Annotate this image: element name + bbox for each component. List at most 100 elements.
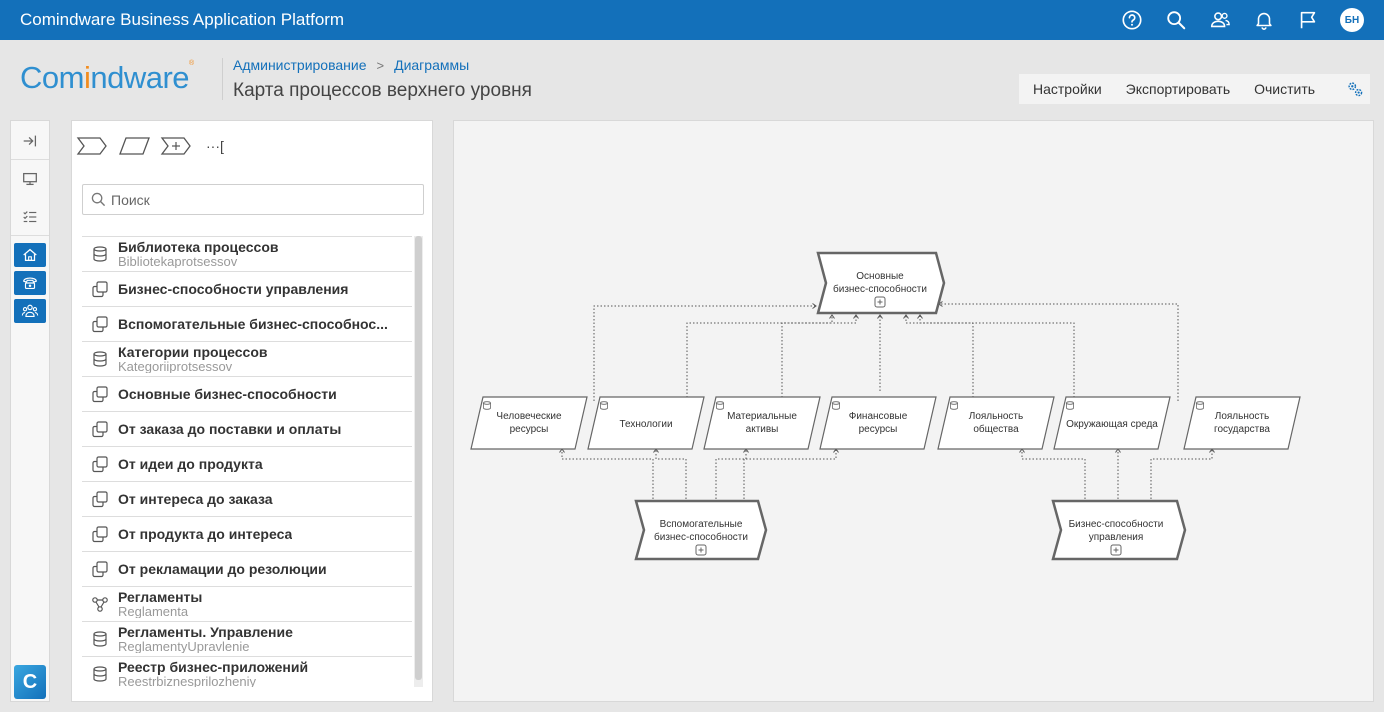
- copy-icon: [82, 315, 118, 333]
- node-label: Лояльность: [1215, 411, 1269, 422]
- comindware-c-logo[interactable]: C: [14, 665, 46, 699]
- palette-item-system-name: Bibliotekaprotsessov: [118, 254, 238, 268]
- gears-icon[interactable]: [1346, 80, 1364, 98]
- phone-icon[interactable]: [14, 271, 46, 295]
- breadcrumb-administration[interactable]: Администрирование: [233, 57, 367, 73]
- palette-item-text: Бизнес-способности управления: [118, 282, 348, 297]
- database-icon: [832, 401, 840, 410]
- action-bar: Настройки Экспортировать Очистить: [1019, 74, 1370, 104]
- home-icon[interactable]: [14, 243, 46, 267]
- connector: [559, 448, 654, 499]
- palette-list-item[interactable]: Вспомогательные бизнес-способнос...: [82, 307, 412, 342]
- palette-item-system-name: ReglamentyUpravlenie: [118, 639, 250, 653]
- search-icon: [91, 192, 106, 207]
- chevron-shape-icon[interactable]: [76, 135, 108, 157]
- palette-list-item[interactable]: Основные бизнес-способности: [82, 377, 412, 412]
- connector: [653, 448, 687, 499]
- search-input[interactable]: [111, 191, 411, 208]
- users-icon[interactable]: [1208, 8, 1232, 32]
- resource-node[interactable]: Окружающая среда: [1053, 396, 1171, 450]
- palette-list-item[interactable]: Бизнес-способности управления: [82, 272, 412, 307]
- management-capabilities-node[interactable]: Бизнес-способности управления: [1051, 499, 1187, 561]
- breadcrumb-separator: >: [376, 57, 385, 73]
- palette-list-item[interactable]: От рекламации до резолюции: [82, 552, 412, 587]
- palette-panel: ···[ Библиотека процессовBibliotekaprots…: [71, 120, 433, 702]
- node-label: общества: [973, 423, 1019, 435]
- palette-list-item[interactable]: От продукта до интереса: [82, 517, 412, 552]
- comindware-logo[interactable]: Comindware®: [20, 60, 194, 95]
- node-label: управления: [1089, 532, 1144, 543]
- node-label: Финансовые: [849, 411, 908, 422]
- help-icon[interactable]: [1120, 8, 1144, 32]
- connector: [1150, 448, 1215, 499]
- connector: [743, 448, 839, 499]
- palette-item-text: От продукта до интереса: [118, 527, 292, 542]
- checklist-icon[interactable]: [14, 205, 46, 229]
- palette-scrollbar[interactable]: [414, 236, 423, 687]
- resource-node[interactable]: Технологии: [587, 396, 705, 450]
- palette-item-name: От продукта до интереса: [118, 526, 293, 542]
- database-icon: [1066, 401, 1074, 410]
- copy-icon: [82, 560, 118, 578]
- diagram-canvas[interactable]: Основные бизнес-способности Вспомогатель…: [453, 120, 1374, 702]
- node-label: бизнес-способности: [654, 531, 748, 543]
- connector: [593, 303, 817, 401]
- palette-list-item[interactable]: От идеи до продукта: [82, 447, 412, 482]
- export-button[interactable]: Экспортировать: [1125, 81, 1231, 97]
- resource-node[interactable]: Финансовые ресурсы: [819, 396, 937, 450]
- flag-icon[interactable]: [1296, 8, 1320, 32]
- palette-item-text: Вспомогательные бизнес-способнос...: [118, 317, 388, 332]
- palette-item-system-name: Reestrbiznesprilozheniy: [118, 674, 257, 687]
- clear-button[interactable]: Очистить: [1254, 81, 1316, 97]
- palette-list-item[interactable]: От заказа до поставки и оплаты: [82, 412, 412, 447]
- scrollbar-thumb[interactable]: [415, 236, 422, 680]
- database-icon: [483, 401, 491, 410]
- node-label: активы: [746, 424, 779, 435]
- node-label: ресурсы: [859, 424, 898, 435]
- palette-list-item[interactable]: От интереса до заказа: [82, 482, 412, 517]
- monitor-icon[interactable]: [14, 167, 46, 191]
- main-capabilities-node[interactable]: Основные бизнес-способности: [816, 251, 946, 315]
- palette-item-name: Регламенты. Управление: [118, 625, 293, 640]
- expand-icon[interactable]: [874, 296, 886, 308]
- palette-item-name: От идеи до продукта: [118, 456, 263, 472]
- connector: [903, 314, 974, 401]
- settings-button[interactable]: Настройки: [1033, 81, 1102, 97]
- support-capabilities-node[interactable]: Вспомогательные бизнес-способности: [634, 499, 768, 561]
- palette-item-name: Категории процессов: [118, 345, 268, 360]
- collapse-icon[interactable]: [14, 129, 46, 153]
- database-icon: [1196, 401, 1204, 410]
- annotation-icon[interactable]: ···[: [206, 138, 224, 154]
- expand-icon[interactable]: [1110, 544, 1122, 556]
- expand-icon[interactable]: [695, 544, 707, 556]
- palette-item-text: От интереса до заказа: [118, 492, 273, 507]
- copy-icon: [82, 420, 118, 438]
- palette-item-name: От заказа до поставки и оплаты: [118, 421, 342, 437]
- database-icon: [82, 245, 118, 263]
- database-icon: [82, 665, 118, 683]
- connector: [686, 314, 835, 401]
- breadcrumb-diagrams[interactable]: Диаграммы: [394, 57, 470, 73]
- bell-icon[interactable]: [1252, 8, 1276, 32]
- chevron-plus-shape-icon[interactable]: [160, 135, 192, 157]
- search-box: [82, 184, 424, 215]
- group-icon[interactable]: [14, 299, 46, 323]
- parallelogram-shape-icon[interactable]: [118, 135, 150, 157]
- node-label: ресурсы: [510, 424, 549, 435]
- app-title: Comindware Business Application Platform: [20, 10, 345, 29]
- user-avatar[interactable]: БН: [1340, 8, 1364, 32]
- palette-item-system-name: Reglamenta: [118, 604, 189, 618]
- search-icon[interactable]: [1164, 8, 1188, 32]
